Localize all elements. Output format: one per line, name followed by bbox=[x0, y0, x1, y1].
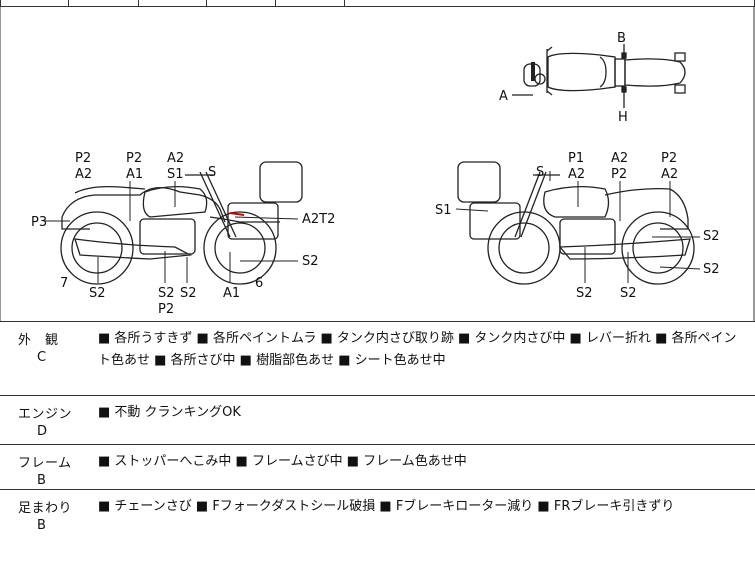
right-label: S2 bbox=[703, 262, 720, 277]
motorcycle-diagram: B A H P2 bbox=[0, 7, 755, 321]
section-notes: ■ ストッパーへこみ中 ■ フレームさび中 ■ フレーム色あせ中 bbox=[98, 454, 467, 469]
top-view-label-a: A bbox=[499, 89, 508, 104]
section-head: エンジン D bbox=[0, 396, 90, 444]
right-label: S bbox=[536, 165, 544, 180]
right-label: S1 bbox=[435, 203, 452, 218]
section-notes: ■ 各所うすきず ■ 各所ペイントムラ ■ タンク内さび取り跡 ■ タンク内さび… bbox=[98, 331, 737, 368]
section-name: 外 観 bbox=[18, 333, 59, 348]
right-label: S2 bbox=[703, 229, 720, 244]
table-top-strip bbox=[0, 0, 755, 7]
section-exterior: 外 観 C ■ 各所うすきず ■ 各所ペイントムラ ■ タンク内さび取り跡 ■ … bbox=[0, 322, 755, 396]
section-notes: ■ チェーンさび ■ Fフォークダストシール破損 ■ Fブレーキローター減り ■… bbox=[98, 499, 675, 514]
left-label: 7 bbox=[60, 276, 68, 291]
left-label: P3 bbox=[31, 215, 47, 230]
section-name: 足まわり bbox=[18, 501, 73, 516]
section-engine: エンジン D ■ 不動 クランキングOK bbox=[0, 396, 755, 445]
left-label: A2T2 bbox=[302, 212, 335, 227]
section-suspension: 足まわり B ■ チェーンさび ■ Fフォークダストシール破損 ■ Fブレーキロ… bbox=[0, 490, 755, 561]
right-label: S2 bbox=[620, 286, 637, 301]
right-label: A2 bbox=[568, 167, 585, 182]
right-label: P2 bbox=[611, 167, 627, 182]
section-name: エンジン bbox=[18, 407, 73, 422]
left-label: S2 bbox=[180, 286, 197, 301]
left-label: A2 bbox=[167, 151, 184, 166]
right-leader-lines bbox=[455, 171, 701, 283]
section-head: 外 観 C bbox=[0, 322, 90, 395]
right-label: A2 bbox=[611, 151, 628, 166]
top-view-label-h: H bbox=[618, 110, 628, 125]
left-label: S bbox=[208, 165, 216, 180]
left-label: S2 bbox=[158, 286, 175, 301]
right-label: S2 bbox=[576, 286, 593, 301]
left-label: P2 bbox=[158, 302, 174, 317]
section-name: フレーム bbox=[18, 456, 72, 471]
section-head: 足まわり B bbox=[0, 490, 90, 561]
damage-mark bbox=[229, 212, 245, 216]
left-label: S1 bbox=[167, 167, 184, 182]
left-label: S2 bbox=[302, 254, 319, 269]
top-view-label-b: B bbox=[617, 31, 626, 46]
section-notes: ■ 不動 クランキングOK bbox=[98, 405, 241, 420]
left-label: P2 bbox=[126, 151, 142, 166]
left-label: A1 bbox=[126, 167, 143, 182]
top-view-bike bbox=[512, 44, 686, 108]
section-grade: D bbox=[37, 424, 48, 439]
left-label: P2 bbox=[75, 151, 91, 166]
damage-diagram: B A H P2 bbox=[0, 7, 755, 322]
section-grade: B bbox=[37, 473, 46, 488]
left-label: A2 bbox=[75, 167, 92, 182]
section-frame: フレーム B ■ ストッパーへこみ中 ■ フレームさび中 ■ フレーム色あせ中 bbox=[0, 445, 755, 490]
section-grade: C bbox=[37, 350, 47, 365]
section-grade: B bbox=[37, 518, 46, 533]
left-label: S2 bbox=[89, 286, 106, 301]
left-leader-lines bbox=[44, 181, 299, 283]
left-label: 6 bbox=[255, 276, 263, 291]
right-label: P2 bbox=[661, 151, 677, 166]
left-label: A1 bbox=[223, 286, 240, 301]
right-side-bike bbox=[457, 161, 695, 285]
right-label: P1 bbox=[568, 151, 584, 166]
right-label: A2 bbox=[661, 167, 678, 182]
left-side-bike bbox=[60, 161, 303, 285]
section-head: フレーム B bbox=[0, 445, 90, 489]
